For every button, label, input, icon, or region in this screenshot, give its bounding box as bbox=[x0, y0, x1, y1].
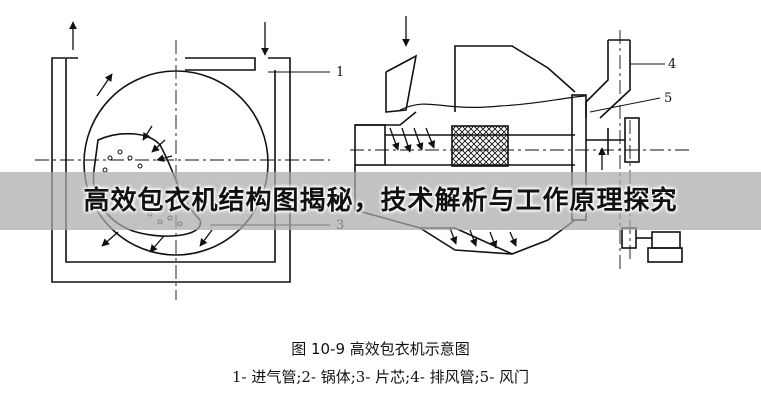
center-lines-right bbox=[350, 30, 690, 270]
figure-title: 图 10-9 高效包衣机示意图 bbox=[291, 340, 470, 358]
callout-5: 5 bbox=[664, 91, 672, 106]
left-arrows bbox=[69, 21, 269, 253]
intake-duct bbox=[355, 54, 418, 126]
motor-unit bbox=[621, 227, 683, 263]
flow-curve bbox=[399, 95, 586, 111]
mesh-core bbox=[451, 125, 509, 167]
callout-4: 4 bbox=[668, 57, 676, 72]
center-lines bbox=[35, 40, 330, 300]
callout-1: 1 bbox=[336, 65, 344, 80]
right-arrows bbox=[389, 16, 606, 249]
exhaust-pipe bbox=[585, 39, 631, 119]
leader-lines-right bbox=[589, 63, 665, 113]
banner-title: 高效包衣机结构图揭秘，技术解析与工作原理探究 bbox=[83, 186, 678, 216]
figure-legend: 1- 进气管;2- 锅体;3- 片芯;4- 排风管;5- 风门 bbox=[231, 368, 530, 386]
title-banner-bg bbox=[0, 172, 761, 230]
